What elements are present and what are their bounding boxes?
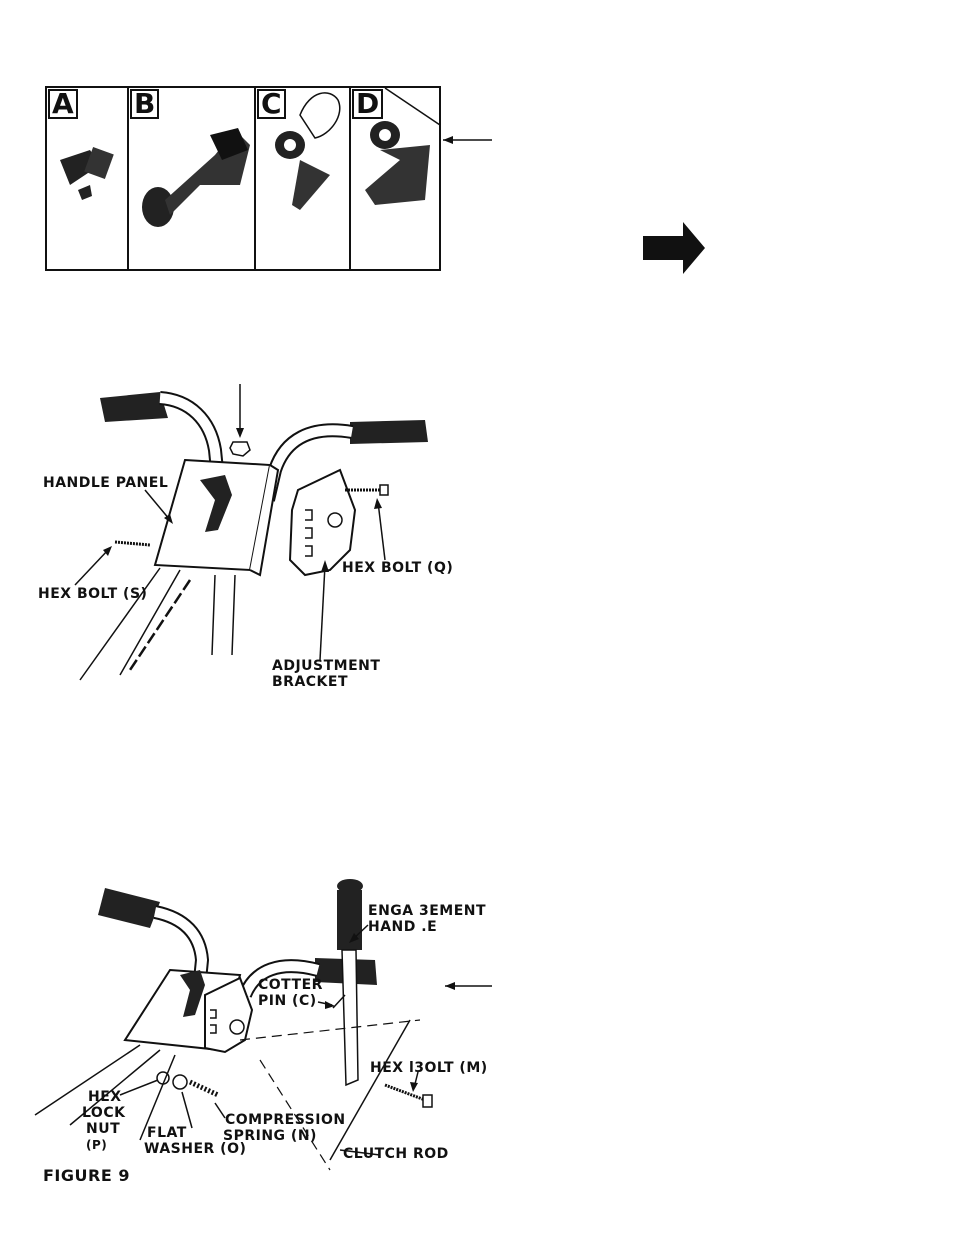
panel-label-d: D [352,89,383,119]
label-adjustment-bracket-line2: BRACKET [272,674,348,690]
lever-step-b-illustration [142,128,250,227]
label-cotter-pin-line2: PIN (C) [258,993,317,1009]
label-hex-lock-nut-line4: (P) [86,1137,107,1153]
panel-label-b: B [130,89,159,119]
label-compression-spring-line2: SPRING (N) [223,1128,317,1144]
label-hex-bolt-s: HEX BOLT (S) [38,586,147,602]
label-handle-panel: HANDLE PANEL [43,475,168,491]
label-adjustment-bracket-line1: ADJUSTMENT [272,658,380,674]
label-flat-washer-line1: FLAT [147,1125,187,1141]
label-engagement-handle-line2: HAND .E [368,919,437,935]
step-strip: A B C D [0,0,954,290]
label-hex-lock-nut-line3: NUT [86,1121,120,1137]
step-strip-drawing [0,0,954,290]
label-cotter-pin-line1: COTTER [258,977,323,993]
panel-label-a: A [48,89,78,119]
panel-label-c: C [257,89,286,119]
label-clutch-rod: CLUTCH ROD [343,1146,449,1162]
label-hex-bolt-m: HEX l3OLT (M) [370,1060,488,1076]
label-hex-bolt-q: HEX BOLT (Q) [342,560,453,576]
lever-step-a-illustration [60,147,114,200]
handle-panel-diagram: HANDLE PANEL HEX BOLT (S) HEX BOLT (Q) A… [0,370,954,700]
next-arrow-icon [643,222,705,274]
label-hex-lock-nut-line2: LOCK [82,1105,125,1121]
label-engagement-handle-line1: ENGA 3EMENT [368,903,486,919]
label-hex-lock-nut-line1: HEX [88,1089,122,1105]
handle-panel-drawing [0,370,954,700]
label-compression-spring-line1: COMPRESSION [225,1112,346,1128]
figure-caption: FIGURE 9 [43,1168,130,1184]
engagement-handle-diagram: ENGA 3EMENT HAND .E COTTER PIN (C) HEX l… [0,860,954,1200]
right-handle-grip [268,420,428,500]
